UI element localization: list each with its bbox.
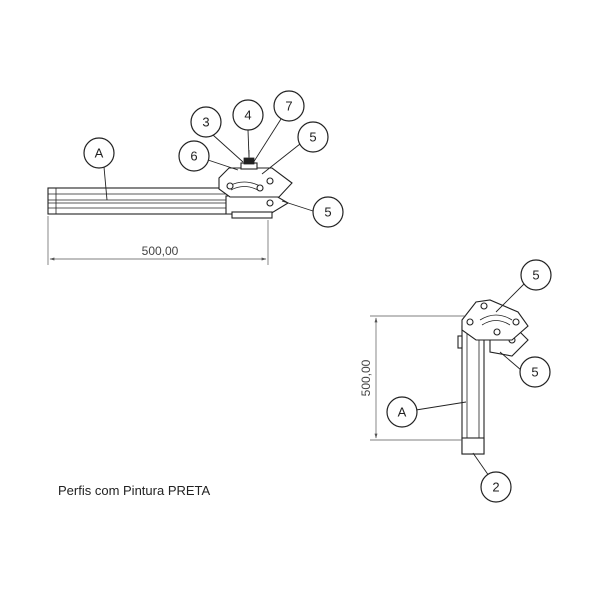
svg-text:6: 6 — [190, 149, 197, 164]
vertical-view: 500,00 5 5 A 2 — [359, 259, 552, 503]
callout-5-upper-vertical: 5 — [520, 259, 552, 291]
callout-5-lower-horizontal: 5 — [312, 196, 344, 228]
svg-text:3: 3 — [202, 115, 209, 130]
callout-3: 3 — [190, 106, 222, 138]
callout-a-horizontal: A — [83, 137, 115, 169]
dimension-horizontal: 500,00 — [47, 216, 269, 265]
callout-5-lower-vertical: 5 — [519, 356, 551, 388]
svg-text:2: 2 — [492, 480, 499, 495]
bracket-plate-upper-vertical — [461, 299, 529, 341]
svg-text:5: 5 — [532, 268, 539, 283]
bracket-plate-lower — [225, 195, 290, 219]
callout-6: 6 — [178, 140, 210, 172]
bracket-plate-upper — [218, 167, 293, 198]
svg-text:A: A — [95, 146, 104, 161]
paint-note: Perfis com Pintura PRETA — [58, 483, 211, 498]
svg-text:7: 7 — [285, 99, 292, 114]
callout-a-vertical: A — [386, 396, 418, 428]
callout-2: 2 — [480, 471, 512, 503]
svg-text:4: 4 — [244, 108, 251, 123]
dimension-label-horizontal: 500,00 — [142, 244, 179, 258]
svg-text:5: 5 — [324, 205, 331, 220]
horizontal-view: 500,00 A 3 4 7 5 6 — [47, 90, 344, 265]
dimension-vertical: 500,00 — [359, 315, 466, 441]
svg-text:5: 5 — [531, 365, 538, 380]
dimension-label-vertical: 500,00 — [359, 359, 373, 396]
svg-text:A: A — [398, 405, 407, 420]
svg-text:5: 5 — [309, 130, 316, 145]
callout-4: 4 — [232, 99, 264, 131]
profile-bar-vertical — [457, 325, 485, 455]
callout-5-upper-horizontal: 5 — [297, 121, 329, 153]
callout-7: 7 — [273, 90, 305, 122]
